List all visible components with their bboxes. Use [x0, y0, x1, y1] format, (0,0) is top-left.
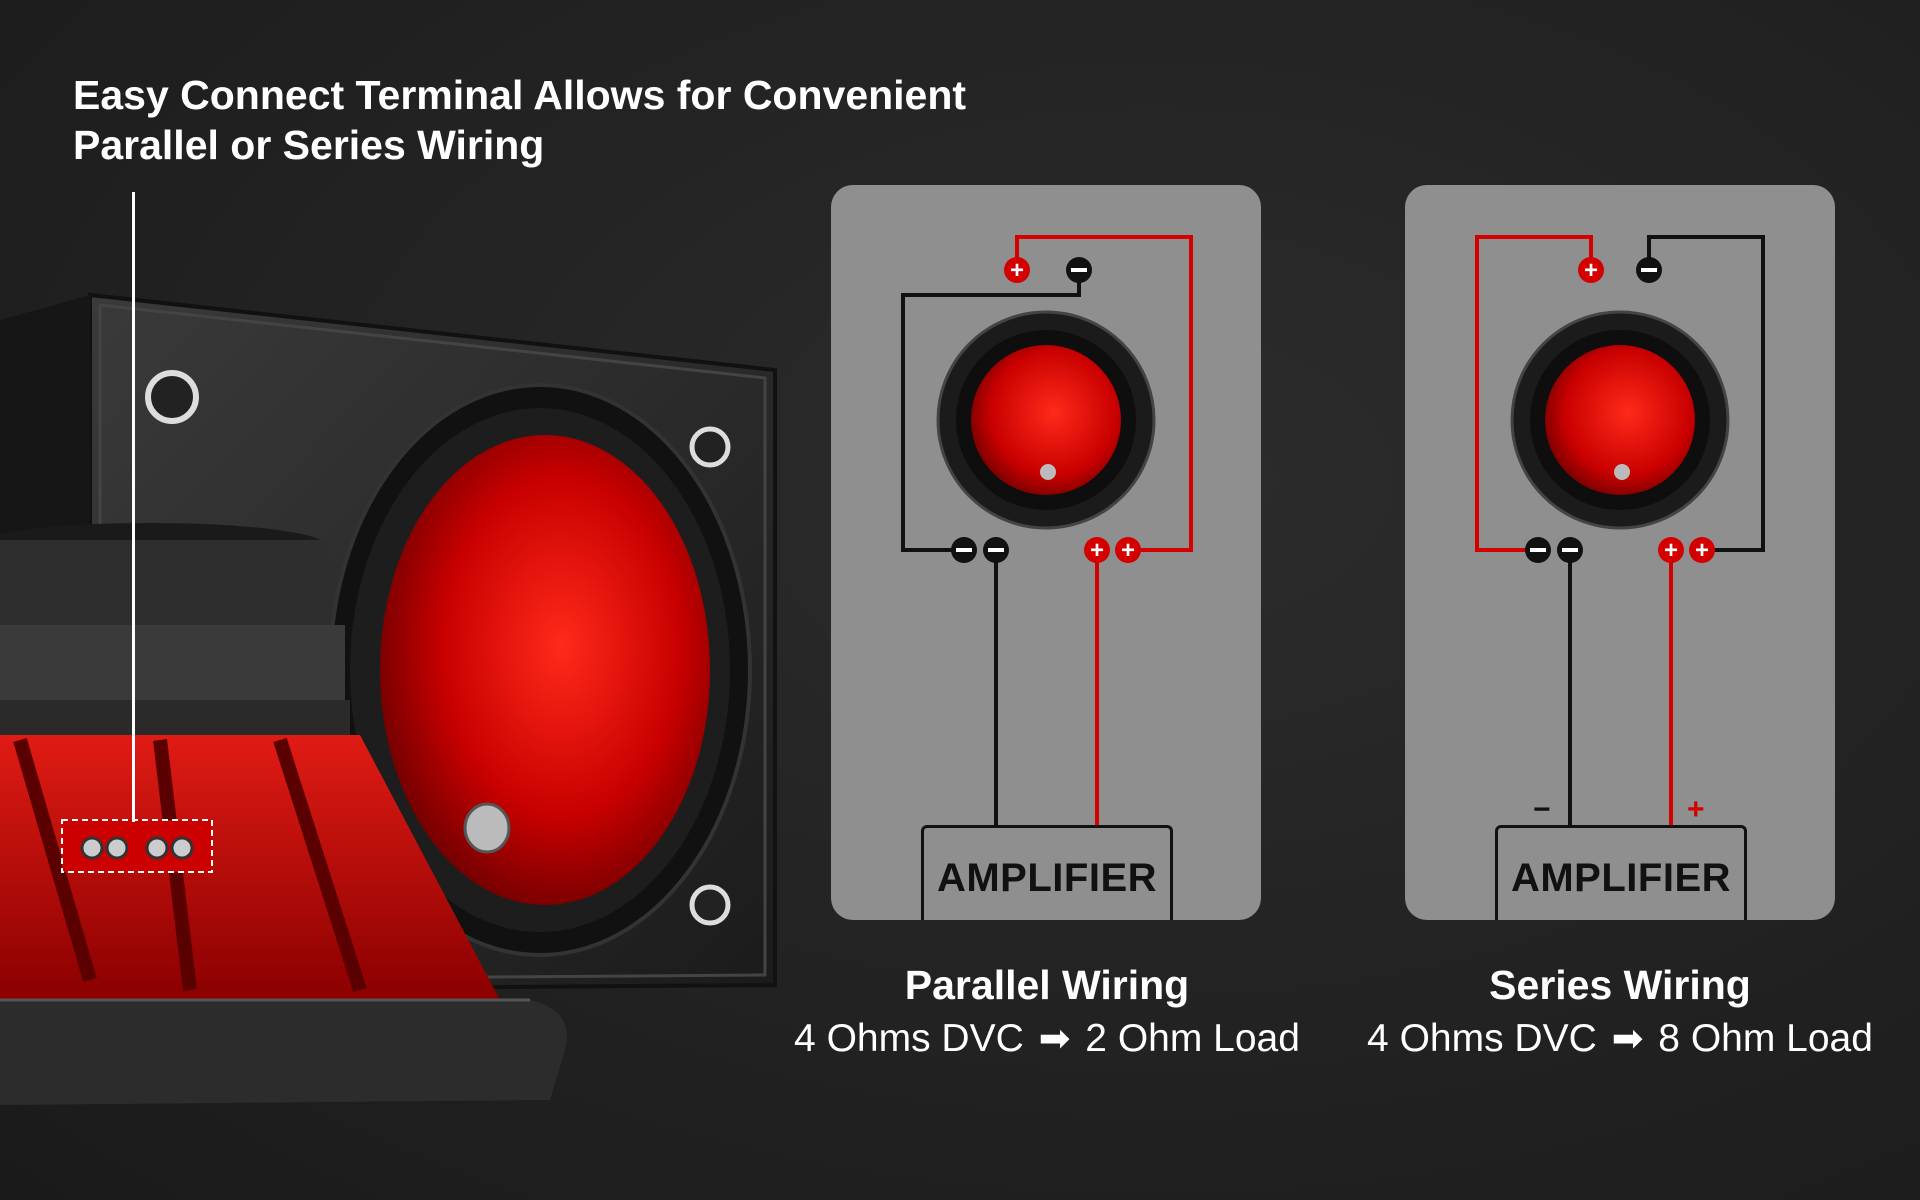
parallel-amplifier: AMPLIFIER	[921, 825, 1173, 920]
parallel-wire-red-top	[1015, 235, 1193, 552]
parallel-spec: 4 Ohms DVC ➡ 2 Ohm Load	[767, 1010, 1327, 1068]
headline: Easy Connect Terminal Allows for Conveni…	[73, 70, 973, 170]
series-spec-right: 8 Ohm Load	[1658, 1017, 1873, 1060]
parallel-plus-terminal-icon-1	[1084, 537, 1110, 563]
series-spec: 4 Ohms DVC ➡ 8 Ohm Load	[1340, 1010, 1900, 1068]
series-amplifier: AMPLIFIER	[1495, 825, 1747, 920]
series-plus-terminal-icon-2	[1689, 537, 1715, 563]
series-plus-terminal-icon	[1578, 257, 1604, 283]
series-title: Series Wiring	[1489, 962, 1751, 1008]
svg-text:+: +	[1695, 537, 1709, 564]
arrow-right-icon: ➡	[1038, 1018, 1071, 1060]
series-caption: Series Wiring 4 Ohms DVC ➡ 8 Ohm Load	[1340, 960, 1900, 1068]
series-amplifier-label: AMPLIFIER	[1510, 856, 1732, 900]
series-plus-terminal-icon-1	[1658, 537, 1684, 563]
series-speaker-cone	[1545, 345, 1695, 495]
callout-line	[132, 192, 135, 822]
headline-line-1: Easy Connect Terminal Allows for Conveni…	[73, 72, 967, 118]
parallel-wiring-diagram: + + + AMPLIFIER	[831, 185, 1261, 920]
series-wire-black-top	[1647, 235, 1765, 552]
parallel-spec-right: 2 Ohm Load	[1085, 1017, 1300, 1060]
parallel-plus-terminal-icon-2	[1115, 537, 1141, 563]
enclosure-port-icon	[145, 370, 199, 424]
parallel-wire-black-top	[901, 270, 1081, 552]
series-wire-red-top	[1475, 235, 1593, 552]
headline-line-2: Parallel or Series Wiring	[73, 122, 545, 168]
parallel-plus-terminal-icon	[1004, 257, 1030, 283]
subwoofer-product-image	[0, 292, 777, 1105]
arrow-right-icon: ➡	[1611, 1018, 1644, 1060]
svg-text:+: +	[1090, 537, 1104, 564]
series-wiring-diagram: + + + − + AMPLIFIER	[1405, 185, 1835, 920]
parallel-wiring-schematic: + + +	[901, 235, 1193, 825]
enclosure-speaker-cone	[380, 435, 710, 905]
series-amp-plus-sign: +	[1687, 793, 1705, 826]
svg-text:+: +	[1664, 537, 1678, 564]
parallel-spec-left: 4 Ohms DVC	[794, 1017, 1024, 1060]
series-wiring-schematic: + + +	[1475, 235, 1765, 825]
parallel-amplifier-label: AMPLIFIER	[936, 856, 1158, 900]
parallel-caption: Parallel Wiring 4 Ohms DVC ➡ 2 Ohm Load	[767, 960, 1327, 1068]
parallel-title: Parallel Wiring	[904, 962, 1190, 1008]
series-amp-minus-sign: −	[1533, 793, 1551, 826]
parallel-speaker-cone	[971, 345, 1121, 495]
svg-text:+: +	[1121, 537, 1135, 564]
subwoofer-basket	[0, 735, 500, 1000]
svg-text:+: +	[1010, 257, 1024, 284]
series-spec-left: 4 Ohms DVC	[1367, 1017, 1597, 1060]
svg-text:+: +	[1584, 257, 1598, 284]
